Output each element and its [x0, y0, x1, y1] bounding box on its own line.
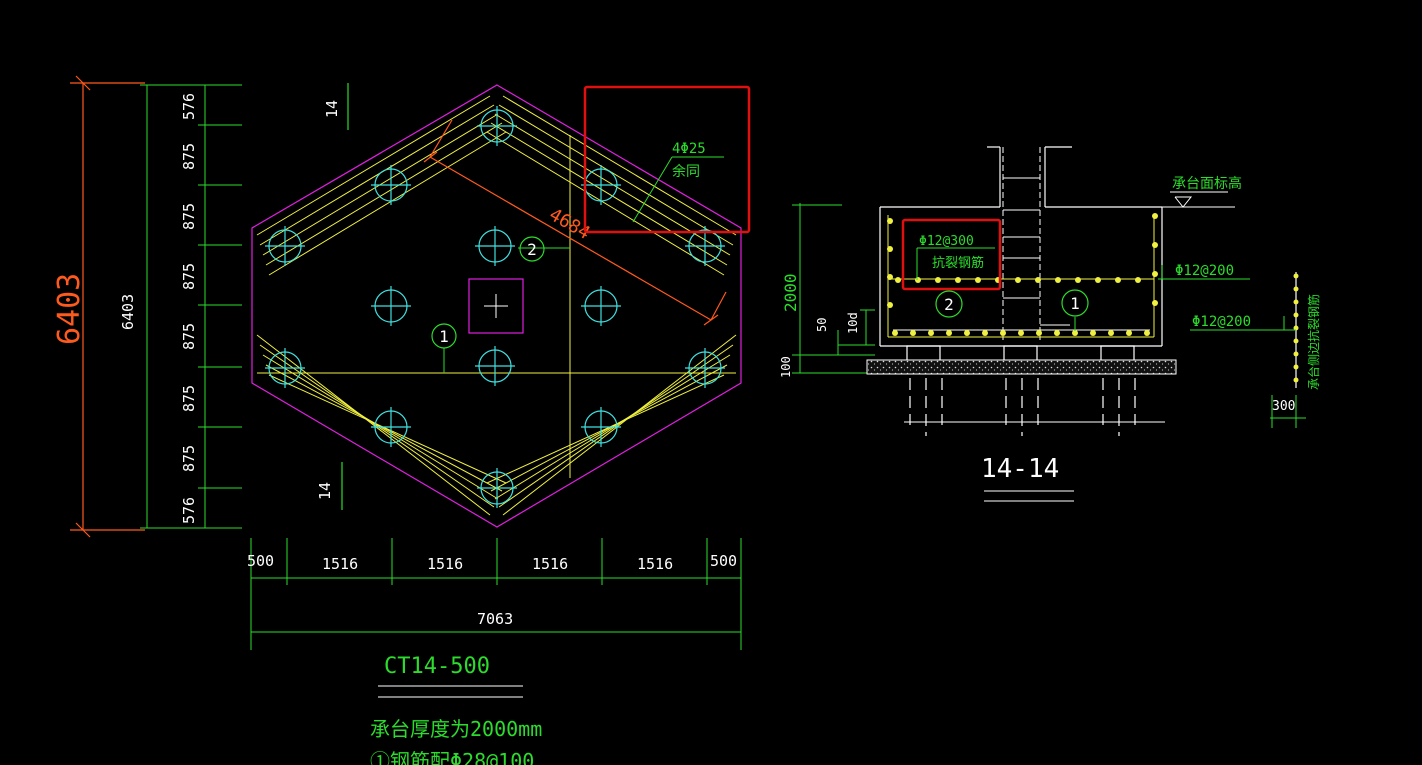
- horizontal-dimension-chain: [250, 538, 742, 650]
- vdim-1: 875: [180, 143, 198, 170]
- plan-callout-1: 1: [431, 323, 457, 373]
- vdim-2: 875: [180, 203, 198, 230]
- hdim-1: 1516: [322, 555, 358, 573]
- vdim-5: 875: [180, 385, 198, 412]
- pile: [371, 407, 411, 447]
- blinding-layer: [866, 359, 1177, 375]
- side-detail-dimension: [1270, 395, 1306, 428]
- pile: [475, 226, 515, 266]
- section-column: [987, 146, 1072, 207]
- section-rebar-2: Φ12@200: [1175, 263, 1234, 279]
- plan-note-2: ①钢筋配Φ28@100: [370, 749, 534, 765]
- column-rebar: [1002, 147, 1070, 340]
- rebar-note-label: 4Φ25: [672, 141, 706, 157]
- vdim-7: 576: [180, 497, 198, 524]
- pile: [265, 348, 305, 388]
- section-view: 承台面标高 2000 50 10d 100 Φ12@300 抗裂钢筋 Φ12@: [779, 146, 1250, 502]
- hdim-0: 500: [247, 552, 274, 570]
- diagonal-dimension: [423, 119, 727, 326]
- pile: [371, 165, 411, 205]
- section-callout-2: 2: [935, 290, 963, 318]
- section-callout-1-label: 1: [1070, 294, 1080, 313]
- highlight-box-section: [901, 218, 1002, 291]
- section-dim-100: 100: [779, 356, 793, 378]
- section-mark-bottom-label: 14: [316, 482, 334, 500]
- pile: [371, 286, 411, 326]
- plan-title: CT14-500: [384, 654, 490, 679]
- section-rebar-1-sub: 抗裂钢筋: [932, 255, 984, 271]
- plan-callout-2-label: 2: [527, 240, 537, 259]
- pile-heads: [906, 345, 1135, 360]
- top-elevation-label: 承台面标高: [1172, 175, 1242, 192]
- section-mark-top-label: 14: [323, 100, 341, 118]
- hdim-2: 1516: [427, 555, 463, 573]
- section-dim-50: 50: [815, 318, 829, 332]
- plan-note-1: 承台厚度为2000mm: [370, 717, 542, 741]
- pile-top: [477, 106, 517, 146]
- pile: [265, 226, 305, 266]
- hdim-5: 500: [710, 552, 737, 570]
- pile-bottom: [477, 468, 517, 508]
- section-height-label: 2000: [781, 273, 800, 312]
- side-detail-dots: [1293, 273, 1299, 383]
- plan-callout-1-label: 1: [439, 327, 449, 346]
- vdim-3: 875: [180, 263, 198, 290]
- section-callout-2-label: 2: [944, 295, 954, 314]
- vdim-6: 875: [180, 445, 198, 472]
- section-piles: [909, 378, 1136, 436]
- overall-height-dimension: [70, 75, 145, 538]
- plan-callout-2: 2: [518, 236, 570, 262]
- pile: [475, 346, 515, 386]
- rebar-note-sub: 余同: [672, 163, 700, 180]
- highlight-box-plan: [583, 85, 751, 234]
- side-detail-label: Φ12@200: [1192, 314, 1251, 330]
- hexagon-outline: [251, 84, 742, 528]
- vdim-0: 576: [180, 93, 198, 120]
- pile: [685, 348, 725, 388]
- section-rebar-1: Φ12@300: [919, 234, 974, 249]
- section-rebar-label-2: Φ12@200: [1158, 263, 1250, 280]
- inner-height-dimension: [140, 84, 205, 529]
- section-rebar-label-1: Φ12@300 抗裂钢筋: [916, 234, 995, 280]
- rebar-dots: [887, 213, 1158, 336]
- pile: [581, 407, 621, 447]
- overall-width-label: 7063: [477, 610, 513, 628]
- side-detail-vertical-text: 承台侧边抗裂钢筋: [1306, 294, 1321, 390]
- pile: [581, 286, 621, 326]
- vertical-dimension-chain: [198, 84, 242, 529]
- pile-cap-outline: [879, 206, 1163, 347]
- pile-markers: [265, 106, 725, 508]
- section-title: 14-14: [981, 454, 1059, 484]
- hdim-4: 1516: [637, 555, 673, 573]
- plan-view: 6403 6403 576 875 875 875 875 875 875 57…: [52, 75, 751, 765]
- inner-height-label: 6403: [119, 294, 137, 330]
- pile: [581, 165, 621, 205]
- overall-height-label: 6403: [52, 273, 87, 345]
- section-dim-10d: 10d: [846, 312, 860, 334]
- column-outline: [468, 278, 524, 334]
- vdim-4: 875: [180, 323, 198, 350]
- top-elevation-marker: [1162, 191, 1235, 208]
- side-detail: Φ12@200 承台侧边抗裂钢筋 300: [1190, 272, 1321, 428]
- rebar-note: 4Φ25 余同: [632, 141, 724, 223]
- section-left-dimensions: [792, 203, 875, 374]
- hdim-3: 1516: [532, 555, 568, 573]
- section-callout-1: 1: [1061, 289, 1089, 331]
- side-detail-dim: 300: [1272, 399, 1295, 414]
